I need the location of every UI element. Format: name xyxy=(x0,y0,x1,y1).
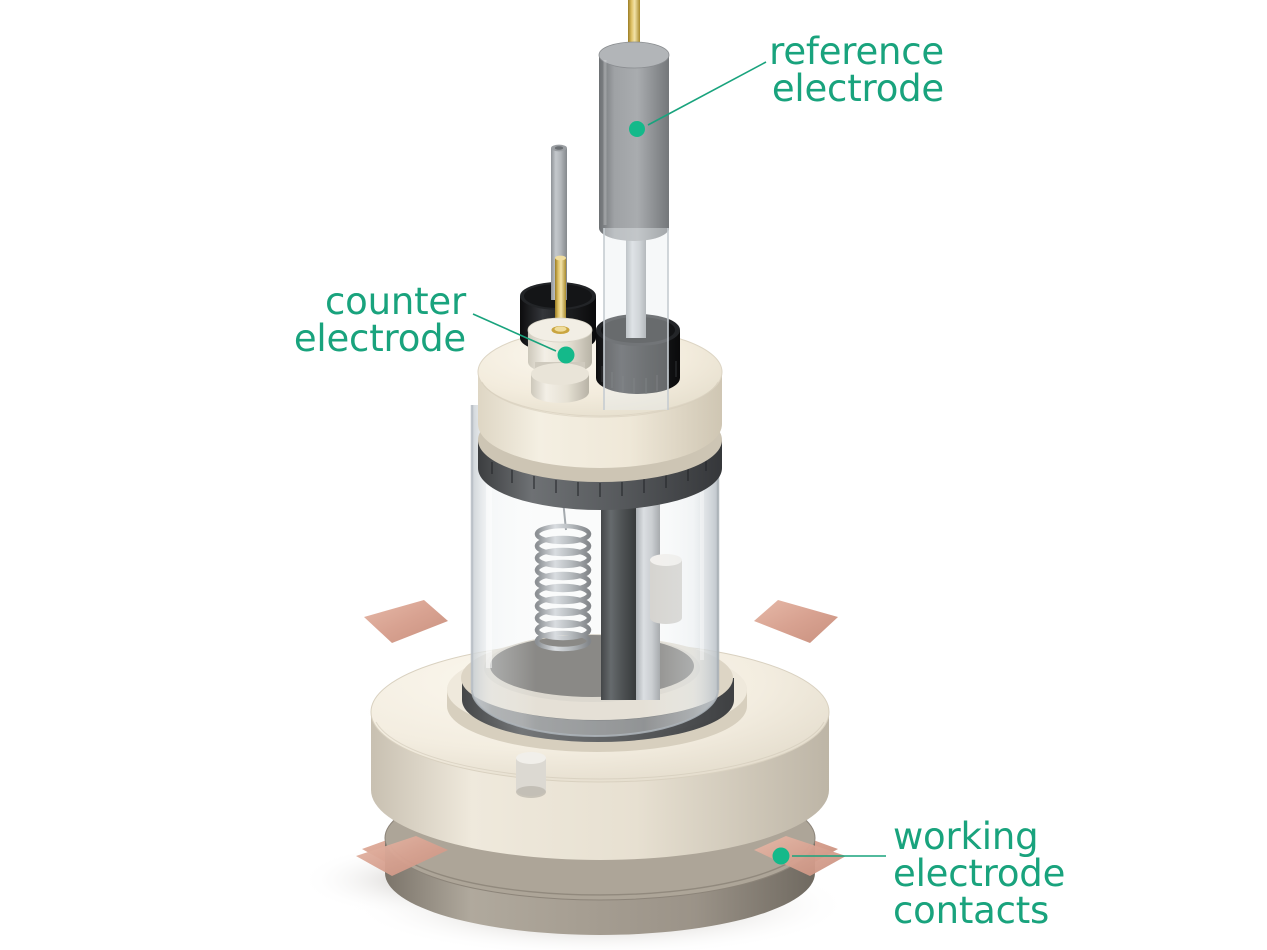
reference-electrode[interactable] xyxy=(598,0,670,241)
annotation-dot-reference xyxy=(629,121,645,137)
label-counter-electrode: counter electrode xyxy=(293,280,466,360)
knurled-knob-right[interactable] xyxy=(596,314,680,394)
alignment-pin xyxy=(516,752,546,798)
annotation-dot-working xyxy=(772,847,790,865)
reference-glass-tube xyxy=(603,228,669,410)
contact-tab-right xyxy=(754,600,838,643)
counter-electrode-assembly[interactable] xyxy=(527,255,593,403)
contact-tab-front-left xyxy=(356,836,448,876)
contact-tab-left xyxy=(364,600,448,643)
leader-line-counter xyxy=(472,313,557,352)
label-working-electrode-contacts: working electrode contacts xyxy=(893,815,1066,932)
annotation-dot-counter xyxy=(557,346,575,364)
label-reference-electrode: reference electrode xyxy=(769,30,944,110)
annotation-leaders xyxy=(472,61,886,865)
leader-line-reference xyxy=(647,61,767,126)
